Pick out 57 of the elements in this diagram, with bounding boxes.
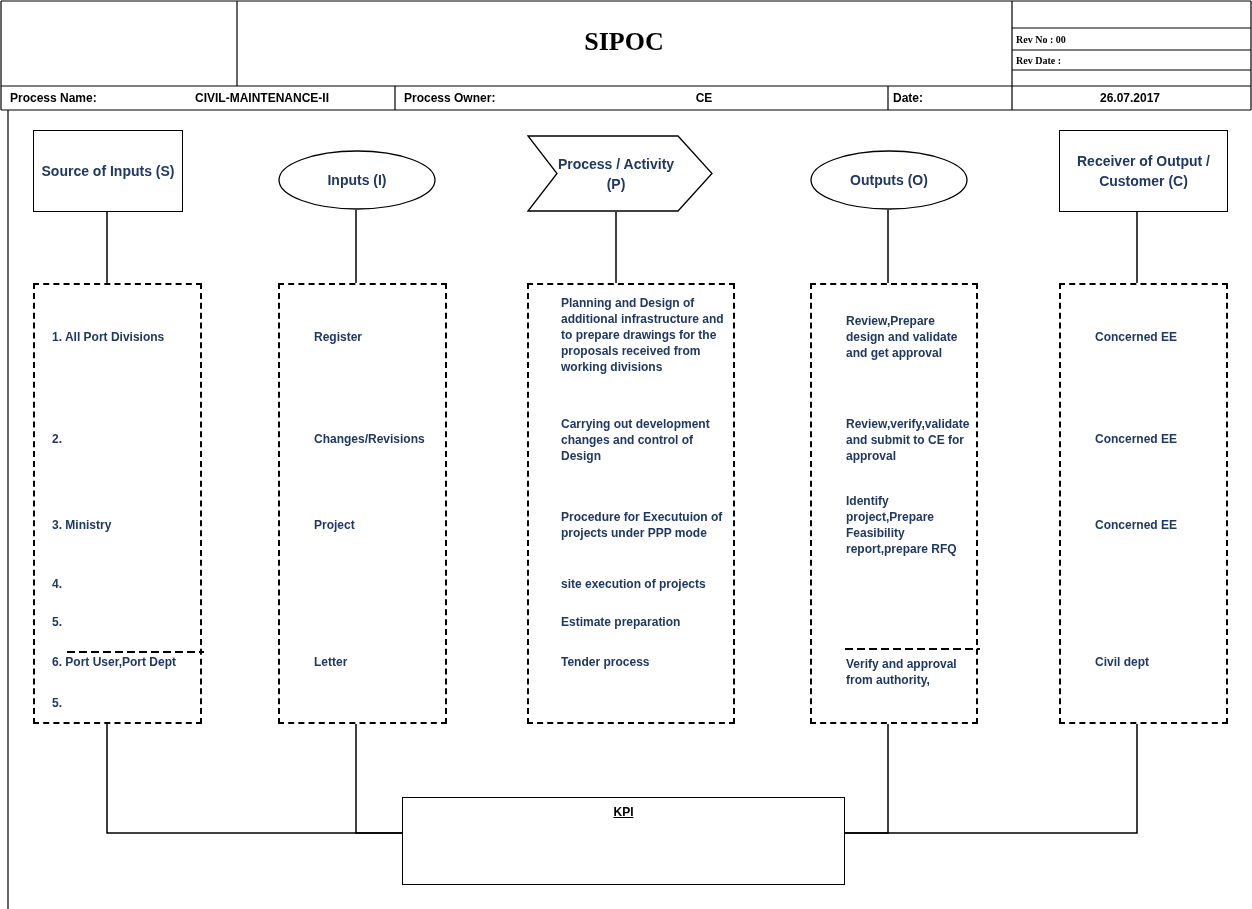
list-item-text: 5. <box>52 695 63 711</box>
connector-line <box>615 211 617 284</box>
column-heading: Inputs (I) <box>327 171 387 190</box>
list-item-text: Concerned EE <box>1095 329 1179 345</box>
field-label: Date: <box>893 91 923 105</box>
field-label: Process Owner: <box>404 91 496 105</box>
column-heading: Receiver of Output / Customer (C) <box>1076 152 1211 191</box>
box-title: KPI <box>612 804 635 820</box>
customer-header-box <box>1059 130 1228 212</box>
column-heading: Process / Activity (P) <box>556 154 676 194</box>
list-item-text: Concerned EE <box>1095 431 1179 447</box>
process-header-chevron <box>527 135 713 212</box>
connector-line <box>1136 211 1138 284</box>
list-item-text: 3. Ministry <box>52 517 113 533</box>
inputs-header-ellipse <box>278 150 436 210</box>
list-item-text: Civil dept <box>1095 654 1150 670</box>
list-item-text: Verify and approval from authority, <box>846 656 958 688</box>
kpi-box <box>402 797 845 885</box>
field-value: CE <box>695 91 713 105</box>
inputs-list-box <box>278 283 447 724</box>
list-item-text: 6. Port User,Port Dept <box>52 654 178 670</box>
list-item-text: Concerned EE <box>1095 517 1179 533</box>
list-item-text: Planning and Design of additional infrastructure and to prepare drawings for the proposals received from working divisions <box>561 295 725 375</box>
sources-list-box <box>33 283 202 724</box>
list-item-text: Review,verify,validate and submit to CE for approval <box>846 416 971 464</box>
field-value: CIVIL-MAINTENANCE-II <box>195 91 329 105</box>
column-heading: Outputs (O) <box>850 171 928 190</box>
connector-line <box>355 723 403 834</box>
list-item-text: Letter <box>314 654 349 670</box>
field-value: 26.07.2017 <box>1099 91 1161 105</box>
list-item-text: Tender process <box>561 654 651 670</box>
connector-line <box>844 723 1138 834</box>
field-label: Process Name: <box>10 91 97 105</box>
list-item-text: site execution of projects <box>561 576 707 592</box>
list-item-text: Project <box>314 517 356 533</box>
list-item-text: Register <box>314 329 364 345</box>
customers-list-box <box>1059 283 1228 724</box>
list-item-text: Changes/Revisions <box>314 431 426 447</box>
list-item-text: Procedure for Executuion of projects under PPP mode <box>561 509 724 541</box>
form-title: SIPOC <box>584 27 664 57</box>
column-heading: Source of Inputs (S) <box>41 162 175 181</box>
list-item-text: Estimate preparation <box>561 614 682 630</box>
list-item-text: Carrying out development changes and control of Design <box>561 416 711 464</box>
outputs-list-box <box>810 283 978 724</box>
process-list-box <box>527 283 735 724</box>
outputs-header-ellipse <box>810 150 968 210</box>
list-item-text: 1. All Port Divisions <box>52 329 166 345</box>
connector-line <box>106 211 108 284</box>
list-item-text: Review,Prepare design and validate and get approval <box>846 313 959 361</box>
list-item-text: Identify project,Prepare Feasibility report,prepare RFQ <box>846 493 958 557</box>
field-label: Rev No : 00 <box>1016 33 1066 45</box>
list-item-text: 4. <box>52 576 63 592</box>
list-item-text: 5. <box>52 614 63 630</box>
connector-line <box>887 209 889 284</box>
list-item-text: 2. <box>52 431 63 447</box>
field-label: Rev Date : <box>1016 54 1061 66</box>
source-header-box <box>33 130 183 212</box>
